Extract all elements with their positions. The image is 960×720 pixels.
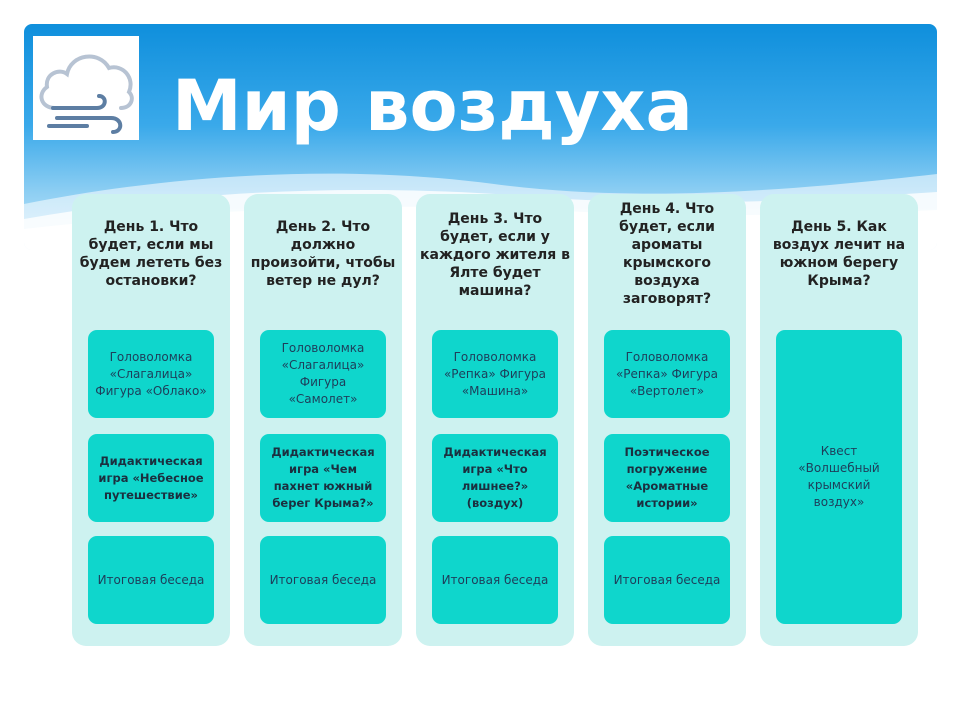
activity-card: Головоломка «Слагалица» Фигура «Самолет» (260, 330, 386, 418)
activity-card: Квест «Волшебный крымский воздух» (776, 330, 902, 624)
day-heading: День 4. Что будет, если ароматы крымског… (619, 201, 715, 307)
cloud-wind-icon (33, 36, 139, 140)
activity-card: Дидактическая игра «Чем пахнет южный бер… (260, 434, 386, 522)
day-column-5: День 5. Как воздух лечит на южном берегу… (760, 194, 918, 646)
day-heading: День 2. Что должно произойти, чтобы вете… (250, 219, 396, 289)
day-column-3: День 3. Что будет, если у каждого жителя… (416, 194, 574, 646)
day-heading: День 3. Что будет, если у каждого жителя… (420, 211, 570, 299)
activity-card: Итоговая беседа (604, 536, 730, 624)
day-heading: День 5. Как воздух лечит на южном берегу… (772, 219, 906, 289)
day-column-2: День 2. Что должно произойти, чтобы вете… (244, 194, 402, 646)
activity-card: Головоломка «Репка» Фигура «Вертолет» (604, 330, 730, 418)
activity-card: Итоговая беседа (432, 536, 558, 624)
activity-card: Итоговая беседа (260, 536, 386, 624)
day-column-1: День 1. Что будет, если мы будем лететь … (72, 194, 230, 646)
activity-card: Головоломка «Слагалица» Фигура «Облако» (88, 330, 214, 418)
activity-card: Дидактическая игра «Небесное путешествие… (88, 434, 214, 522)
day-column-4: День 4. Что будет, если ароматы крымског… (588, 194, 746, 646)
page-title: Мир воздуха (172, 65, 693, 147)
activity-card: Поэтическое погружение «Ароматные истори… (604, 434, 730, 522)
day-heading: День 1. Что будет, если мы будем лететь … (79, 219, 223, 289)
activity-card: Итоговая беседа (88, 536, 214, 624)
activity-card: Головоломка «Репка» Фигура «Машина» (432, 330, 558, 418)
activity-card: Дидактическая игра «Что лишнее?» (воздух… (432, 434, 558, 522)
